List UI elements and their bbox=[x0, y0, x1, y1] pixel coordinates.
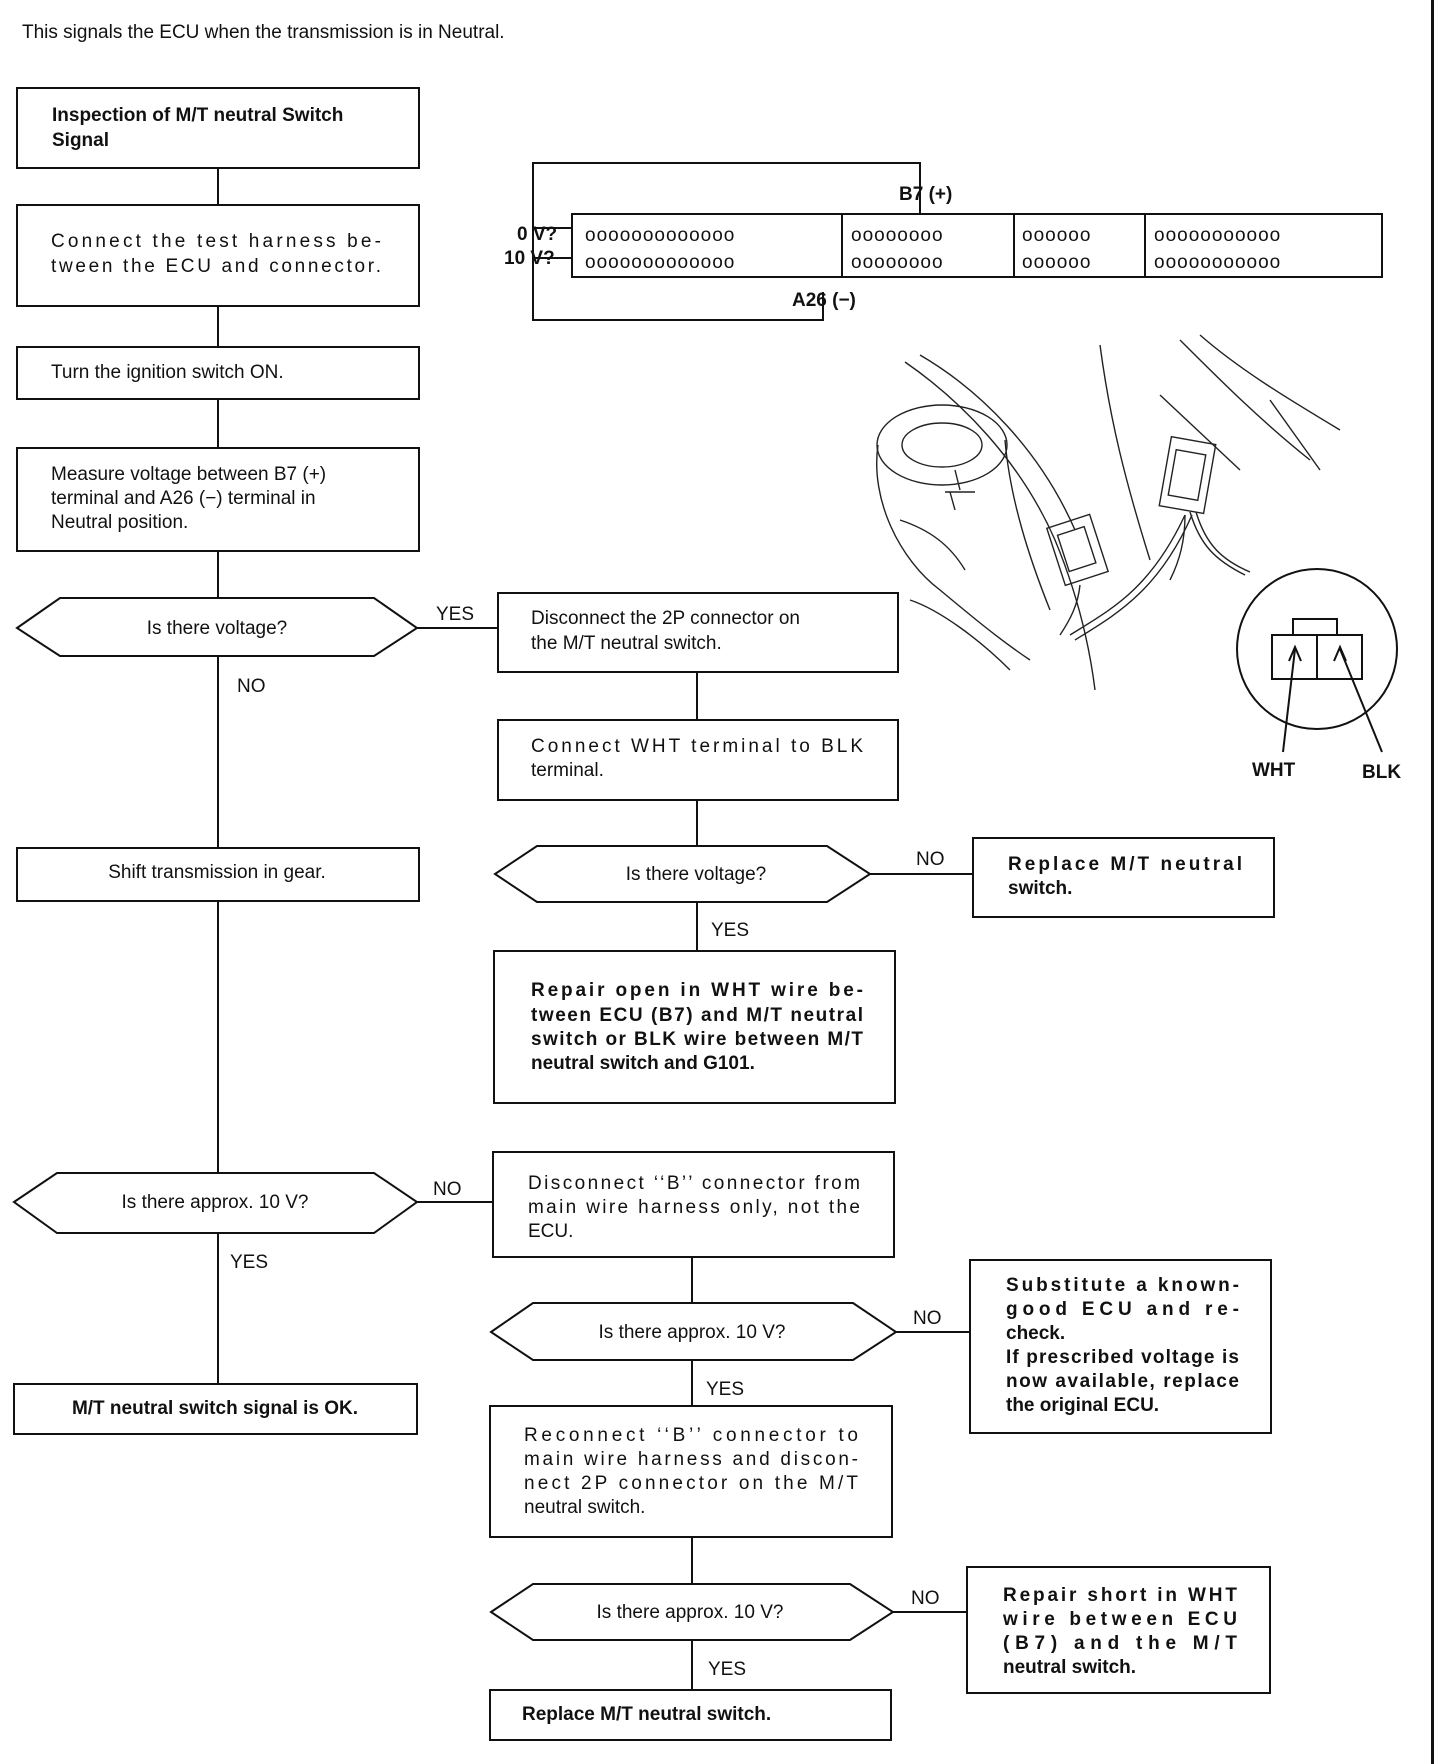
step-line: switch. bbox=[1008, 878, 1072, 899]
decision-text: Is there approx. 10 V? bbox=[122, 1192, 309, 1213]
label-yes: YES bbox=[436, 604, 474, 625]
step-line: wire between ECU bbox=[1002, 1609, 1237, 1630]
ten-volt-label: 10 V? bbox=[504, 248, 555, 269]
pin-row: ooooooooooooo bbox=[585, 252, 735, 273]
zero-volt-label: 0 V? bbox=[517, 224, 557, 245]
step-line: Disconnect the 2P connector on bbox=[531, 608, 800, 629]
decision-10v-2: Is there approx. 10 V? bbox=[489, 1302, 898, 1361]
step-line: Neutral position. bbox=[51, 512, 188, 533]
step-line: Reconnect ‘‘B’’ connector to bbox=[524, 1425, 858, 1446]
result-replace-switch-1-box: Replace M/T neutral switch. bbox=[972, 837, 1275, 918]
step-shift-gear-box: Shift transmission in gear. bbox=[16, 847, 420, 902]
step-line: Measure voltage between B7 (+) bbox=[51, 464, 326, 485]
decision-text: Is there approx. 10 V? bbox=[599, 1322, 786, 1343]
step-line: neutral switch. bbox=[524, 1497, 645, 1518]
step-line: Signal bbox=[52, 130, 109, 151]
result-replace-switch-2-box: Replace M/T neutral switch. bbox=[489, 1689, 892, 1741]
label-no: NO bbox=[913, 1308, 942, 1329]
label-yes: YES bbox=[708, 1659, 746, 1680]
ecu-connector-figure: B7 (+) 0 V? 10 V? A26 (−) ooooooooooooo … bbox=[504, 162, 1383, 321]
decision-text: Is there voltage? bbox=[626, 864, 766, 885]
step-line: now available, replace bbox=[1006, 1371, 1239, 1392]
step-line: Repair open in WHT wire be- bbox=[531, 980, 863, 1001]
pin-row: ooooooooooo bbox=[1154, 225, 1281, 246]
step-line: Replace M/T neutral switch. bbox=[522, 1704, 771, 1725]
step-line: good ECU and re- bbox=[1006, 1299, 1239, 1320]
step-line: If prescribed voltage is bbox=[1006, 1347, 1239, 1368]
pin-row: oooooo bbox=[1022, 225, 1091, 246]
step-line: neutral switch. bbox=[1003, 1657, 1136, 1678]
label-no: NO bbox=[237, 676, 266, 697]
label-yes: YES bbox=[711, 920, 749, 941]
intro-text: This signals the ECU when the transmissi… bbox=[22, 22, 505, 43]
step-line: main wire harness only, not the bbox=[528, 1197, 860, 1218]
neutral-switch-illustration bbox=[876, 334, 1341, 691]
pin-row: oooooooo bbox=[851, 225, 944, 246]
label-yes: YES bbox=[230, 1252, 268, 1273]
result-substitute-ecu-box: Substitute a known- good ECU and re- che… bbox=[969, 1259, 1272, 1434]
pin-row: ooooooooooooo bbox=[585, 225, 735, 246]
decision-text: Is there approx. 10 V? bbox=[597, 1602, 784, 1623]
step-ignition-on-box: Turn the ignition switch ON. bbox=[16, 346, 420, 400]
step-line: Disconnect ‘‘B’’ connector from bbox=[528, 1173, 860, 1194]
result-repair-open-box: Repair open in WHT wire be- tween ECU (B… bbox=[493, 950, 896, 1104]
label-yes: YES bbox=[706, 1379, 744, 1400]
step-measure-box: Measure voltage between B7 (+) terminal a… bbox=[16, 447, 420, 552]
wht-label: WHT bbox=[1252, 760, 1296, 781]
result-repair-short-box: Repair short in WHT wire between ECU (B7… bbox=[966, 1566, 1271, 1694]
step-disconnect-2p-box: Disconnect the 2P connector on the M/T ne… bbox=[497, 592, 899, 673]
step-line: tween the ECU and connector. bbox=[51, 256, 381, 277]
step-line: M/T neutral switch signal is OK. bbox=[72, 1398, 358, 1419]
decision-voltage-1: Is there voltage? bbox=[15, 597, 419, 657]
svg-text:Disconnect the 2P connector on: Disconnect the 2P connector on the M/T ne… bbox=[531, 608, 800, 654]
pin-row: ooooooooooo bbox=[1154, 252, 1281, 273]
pin-row: oooooo bbox=[1022, 252, 1091, 273]
switch-connector-closeup: WHT BLK bbox=[1236, 568, 1401, 783]
decision-10v-3: Is there approx. 10 V? bbox=[489, 1583, 895, 1641]
step-line: Shift transmission in gear. bbox=[108, 862, 326, 883]
step-line: the original ECU. bbox=[1006, 1395, 1159, 1416]
step-line: Repair short in WHT bbox=[1003, 1585, 1237, 1606]
label-no: NO bbox=[911, 1588, 940, 1609]
pin-b7-label: B7 (+) bbox=[899, 184, 952, 205]
decision-10v-1: Is there approx. 10 V? bbox=[12, 1172, 419, 1234]
step-line: tween ECU (B7) and M/T neutral bbox=[531, 1005, 863, 1026]
pin-row: oooooooo bbox=[851, 252, 944, 273]
blk-label: BLK bbox=[1362, 762, 1401, 783]
step-line: terminal. bbox=[531, 760, 604, 781]
result-signal-ok-box: M/T neutral switch signal is OK. bbox=[13, 1383, 418, 1435]
svg-text:Measure voltage between B7 (+): Measure voltage between B7 (+) terminal a… bbox=[51, 464, 326, 533]
decision-voltage-2: Is there voltage? bbox=[493, 845, 872, 903]
label-no: NO bbox=[916, 849, 945, 870]
step-line: Turn the ignition switch ON. bbox=[51, 362, 284, 383]
page-edge-rule bbox=[1431, 0, 1434, 1764]
step-disconnect-b-box: Disconnect ‘‘B’’ connector from main wir… bbox=[492, 1151, 895, 1258]
step-line: Replace M/T neutral bbox=[1008, 854, 1242, 875]
step-line: Connect the test harness be- bbox=[51, 231, 381, 252]
decision-text: Is there voltage? bbox=[147, 618, 287, 639]
step-connect-wht-blk-box: Connect WHT terminal to BLK terminal. bbox=[497, 719, 899, 801]
step-line: switch or BLK wire between M/T bbox=[531, 1029, 863, 1050]
flow-connectors bbox=[217, 168, 973, 1690]
pin-a26-label: A26 (−) bbox=[792, 290, 856, 311]
step-line: check. bbox=[1006, 1323, 1065, 1344]
step-line: Inspection of M/T neutral Switch bbox=[52, 105, 343, 126]
step-line: Substitute a known- bbox=[1006, 1275, 1239, 1296]
step-line: neutral switch and G101. bbox=[531, 1053, 755, 1074]
step-line: the M/T neutral switch. bbox=[531, 633, 722, 654]
step-line: ECU. bbox=[528, 1221, 573, 1242]
label-no: NO bbox=[433, 1179, 462, 1200]
step-reconnect-b-box: Reconnect ‘‘B’’ connector to main wire h… bbox=[489, 1405, 893, 1538]
step-line: terminal and A26 (−) terminal in bbox=[51, 488, 316, 509]
step-line: main wire harness and discon- bbox=[524, 1449, 858, 1470]
step-connect-harness-box: Connect the test harness be- tween the E… bbox=[16, 204, 420, 307]
